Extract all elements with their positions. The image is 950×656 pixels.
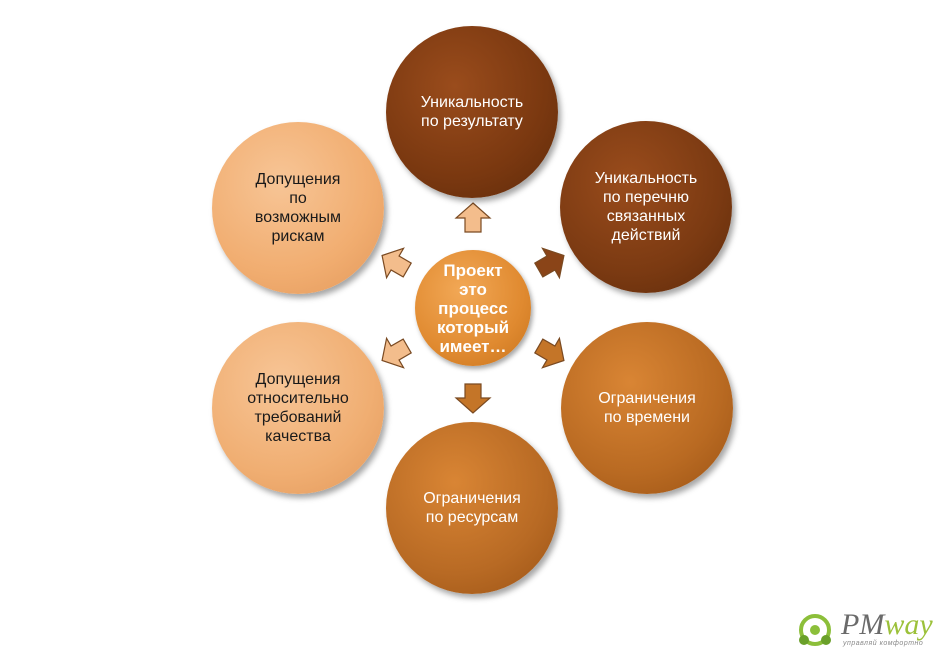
node-label: Допущения относительно требований качест… xyxy=(247,371,349,445)
arrow-to-bottom xyxy=(454,383,492,414)
pmway-logo: PMway управляй комфортно xyxy=(795,606,945,650)
center-label: Проект это процесс который имеет… xyxy=(436,260,510,356)
arrow-to-upper-left xyxy=(381,247,413,280)
logo-wordmark: PMway xyxy=(841,608,933,641)
node-risk-assumptions: Допущения по возможным рискам xyxy=(212,122,384,294)
logo-tagline: управляй комфортно xyxy=(843,640,924,647)
node-uniqueness-result: Уникальность по результату xyxy=(386,26,558,198)
node-resource-constraints: Ограничения по ресурсам xyxy=(386,422,558,594)
arrow-to-top xyxy=(454,202,492,233)
node-quality-assumptions: Допущения относительно требований качест… xyxy=(212,322,384,494)
node-label: Уникальность по результату xyxy=(420,94,524,130)
node-label: Допущения по возможным рискам xyxy=(254,171,342,245)
arrow-to-upper-right xyxy=(533,247,565,280)
arrow-to-lower-left xyxy=(381,336,413,369)
node-label: Ограничения по времени xyxy=(598,390,696,426)
node-uniqueness-actions: Уникальность по перечню связанных действ… xyxy=(560,121,732,293)
center-node: Проект это процесс который имеет… xyxy=(415,250,531,366)
node-time-constraints: Ограничения по времени xyxy=(561,322,733,494)
node-label: Ограничения по ресурсам xyxy=(423,490,521,526)
node-label: Уникальность по перечню связанных действ… xyxy=(594,170,698,244)
logo-emblem-icon xyxy=(799,614,831,646)
arrow-to-lower-right xyxy=(533,336,565,369)
